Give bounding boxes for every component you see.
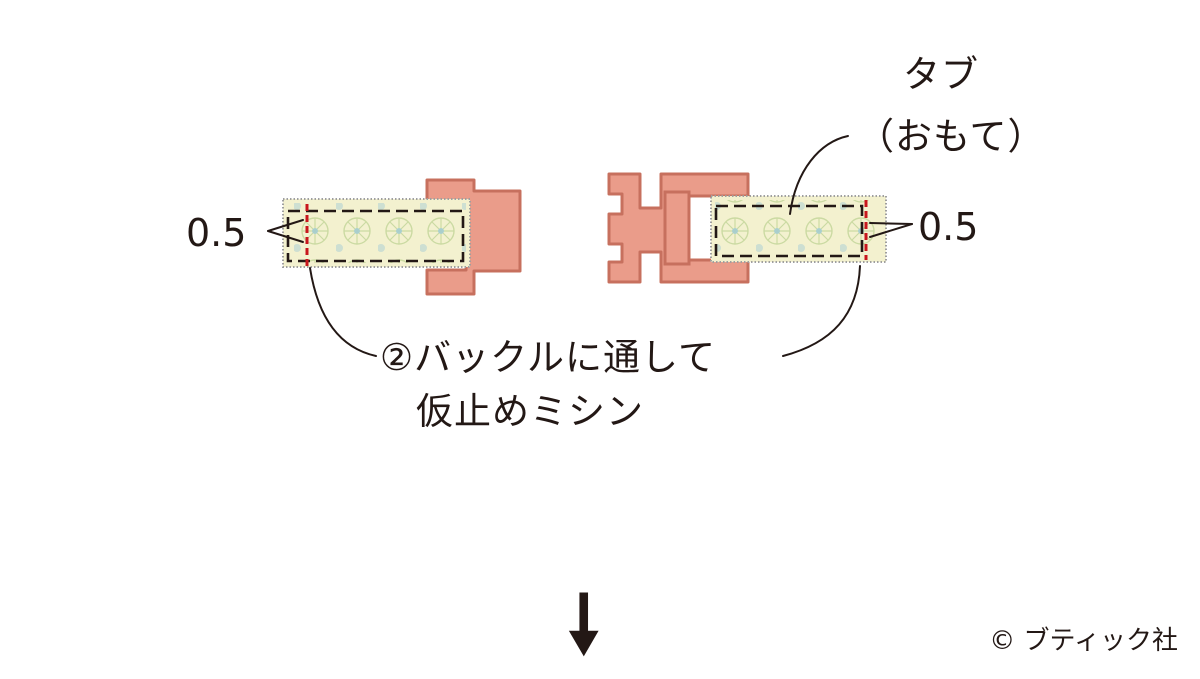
leader-lines: [267, 135, 913, 357]
copyright-notice: © ブティック社: [989, 626, 1178, 656]
left-instruction-leader: [309, 267, 377, 357]
right-instruction-leader: [782, 265, 861, 357]
instruction-line2: 仮止めミシン: [416, 390, 644, 433]
left-stitch-line: [286, 209, 465, 263]
tab-label-line1: タブ: [903, 53, 979, 96]
left-dim-leader-upper: [267, 219, 304, 232]
right-dim-leader-lower: [869, 223, 913, 238]
tab-label-line2: （おもて）: [857, 115, 1046, 158]
instruction-line1: ②バックルに通して: [380, 336, 716, 379]
left-dim-leader-lower: [267, 230, 304, 243]
right-dim-leader-upper: [869, 222, 913, 225]
right-tab: [710, 195, 887, 263]
seam-allowance-left-label: 0.5: [186, 211, 247, 255]
seam-allowance-right-label: 0.5: [918, 205, 979, 249]
right-stitch-line: [714, 204, 864, 258]
tab-label-leader: [789, 135, 849, 215]
left-tab: [282, 198, 471, 268]
down-arrow-icon: 🠗: [567, 580, 601, 670]
right-buckle: [607, 172, 750, 284]
